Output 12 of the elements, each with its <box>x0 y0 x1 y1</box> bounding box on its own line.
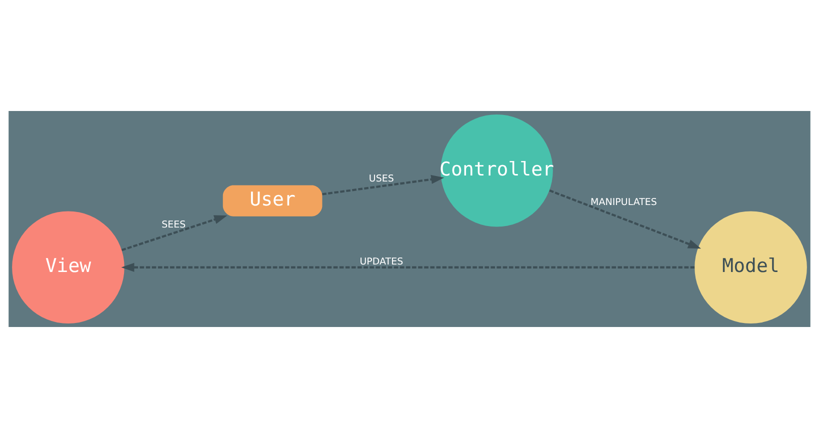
arrow <box>121 215 228 252</box>
edge-label: UPDATES <box>360 256 404 268</box>
node-circle: Controller <box>440 114 553 227</box>
arrow <box>549 190 702 249</box>
arrow <box>322 174 444 196</box>
node-circle: View <box>12 211 124 324</box>
edge-label: USES <box>368 174 394 185</box>
arrow <box>121 262 695 272</box>
node-circle: Model <box>694 211 807 324</box>
node-box: User <box>222 185 322 216</box>
edge-label: SEES <box>162 219 186 230</box>
edge-label: MANIPULATES <box>590 197 657 208</box>
